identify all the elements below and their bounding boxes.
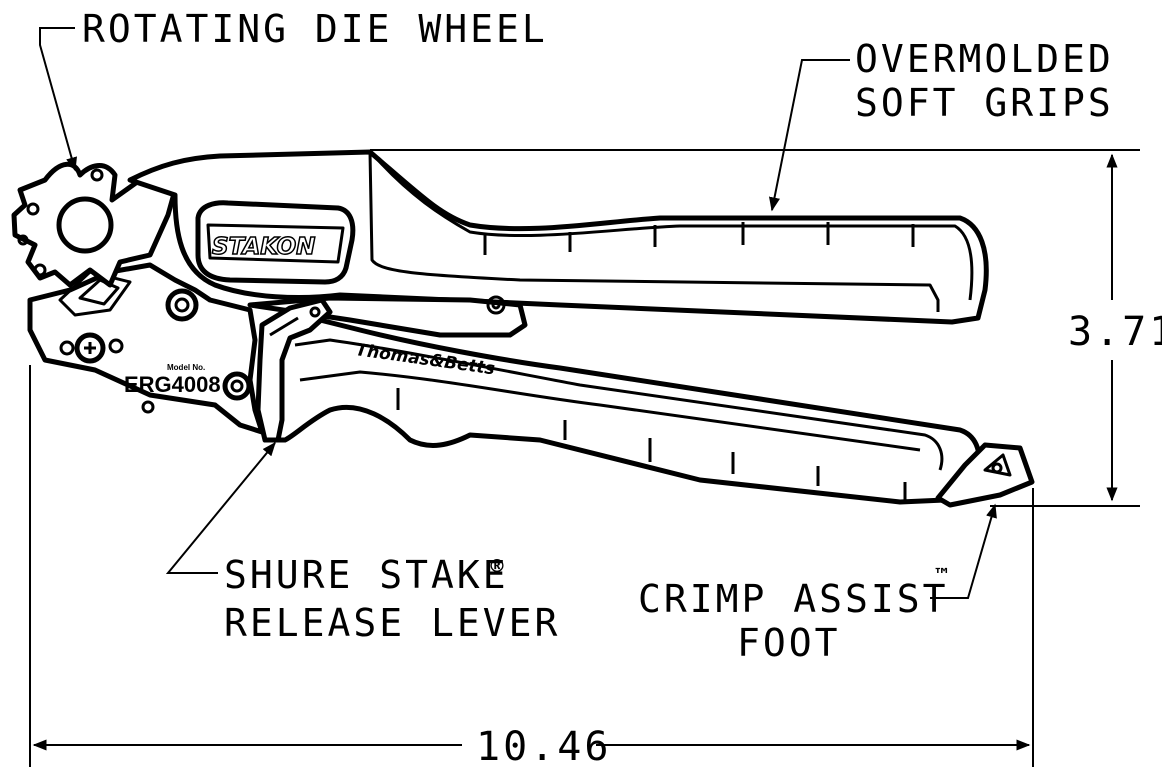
tool-illustration: STAKON Thomas&Betts Model No. ERG4008	[11, 149, 1035, 508]
dimension-length-label: 10.46	[476, 724, 611, 767]
callout-crimp-line2: FOOT	[737, 621, 841, 665]
dimension-length: 10.46	[29, 365, 1034, 767]
callout-overmolded-line2: SOFT GRIPS	[855, 81, 1114, 125]
stakon-badge	[195, 200, 356, 285]
model-no-label: Model No.	[167, 363, 205, 372]
callout-release-line2: RELEASE LEVER	[224, 601, 560, 645]
callout-overmolded-line1: OVERMOLDED	[855, 37, 1114, 81]
crimp-assist-foot	[935, 442, 1035, 508]
brand-stakon-label: STAKON	[212, 234, 315, 260]
model-number-label: ERG4008	[124, 372, 221, 397]
callout-release-mark: ®	[488, 556, 506, 577]
callout-release-line1: SHURE STAKE	[224, 553, 509, 597]
callout-crimp-mark: ™	[933, 565, 951, 586]
callout-rotating-die-wheel: ROTATING DIE WHEEL	[82, 7, 548, 51]
callout-crimp-line1: CRIMP ASSIST	[638, 577, 949, 621]
die-wheel-hub	[56, 196, 114, 254]
model-bolt	[222, 371, 252, 401]
pivot-bolt	[165, 288, 199, 322]
release-lever	[255, 297, 333, 443]
dimension-height: 3.71	[370, 149, 1162, 507]
dimension-height-label: 3.71	[1068, 309, 1162, 355]
callout-leaders	[39, 27, 997, 599]
jaw-bolt	[74, 332, 106, 364]
